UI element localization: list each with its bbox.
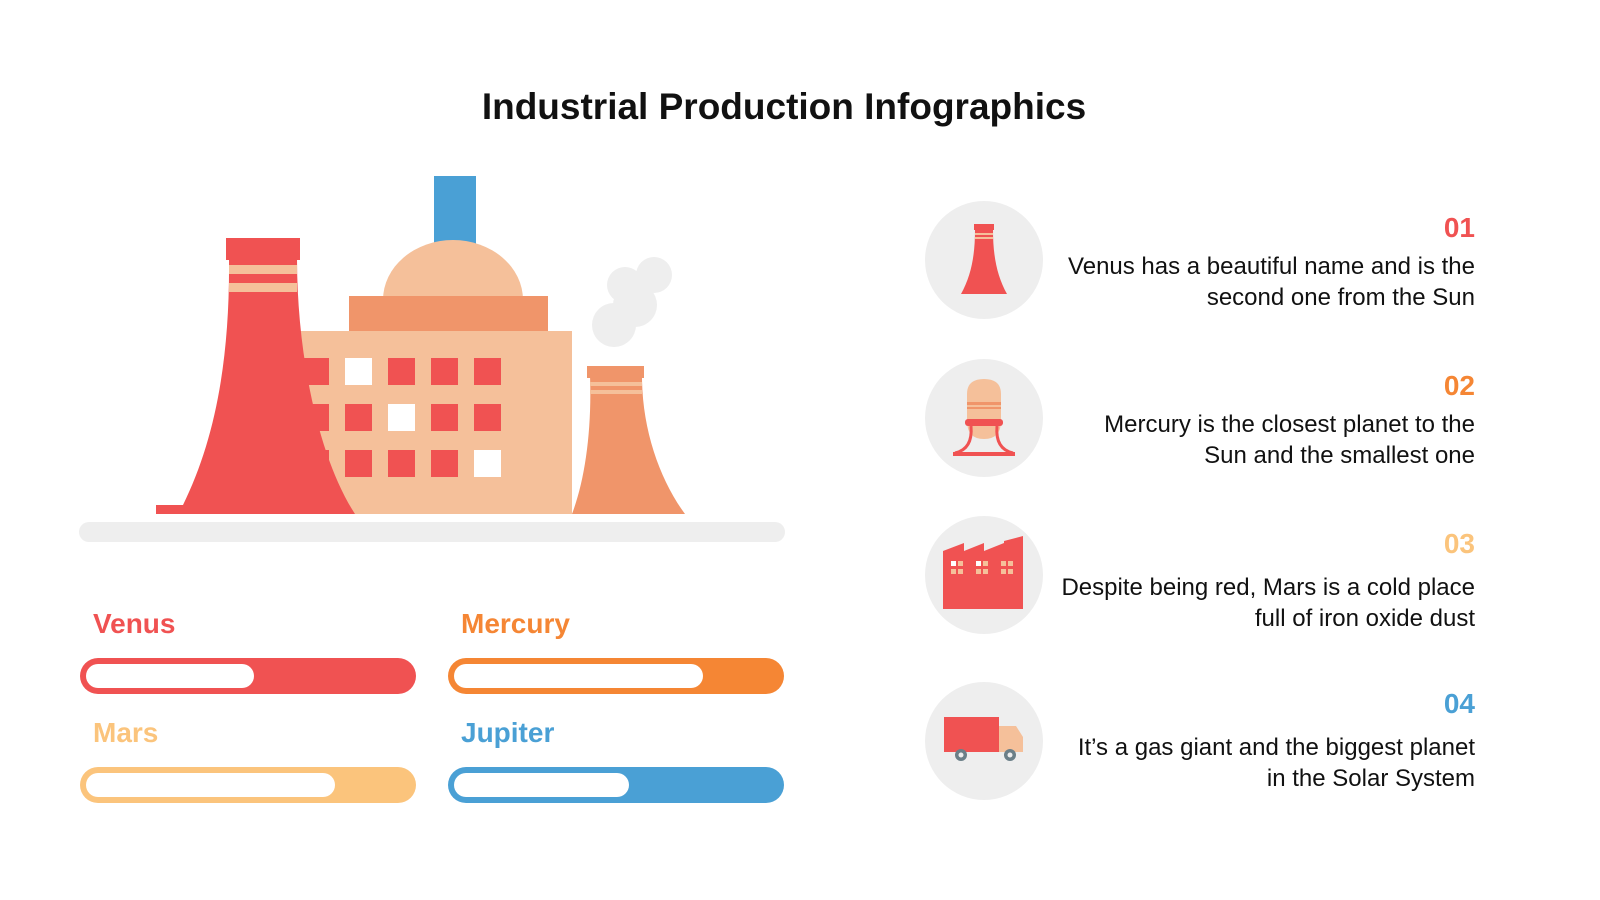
item-description: Despite being red, Mars is a cold place …	[1061, 574, 1475, 632]
cooling-tower-icon	[961, 224, 1007, 294]
bar-label-mars: Mars	[93, 717, 159, 748]
item-number: 03	[1443, 528, 1475, 559]
factory-window	[474, 404, 501, 431]
item-number: 04	[1443, 688, 1475, 719]
progress-fill	[86, 664, 254, 688]
progress-bar-mars	[80, 767, 416, 803]
factory-window	[388, 450, 415, 477]
bar-label-mercury: Mercury	[461, 608, 570, 639]
factory-window	[474, 450, 501, 477]
ground	[79, 522, 785, 542]
progress-bar-mercury	[448, 658, 784, 694]
large-cooling-tower	[156, 258, 355, 514]
smoke	[592, 257, 672, 347]
progress-bar-jupiter	[448, 767, 784, 803]
progress-fill	[86, 773, 335, 797]
factory-window	[345, 450, 372, 477]
icon-circle	[925, 516, 1043, 634]
truck-icon	[944, 717, 1023, 761]
water-tower-icon	[953, 379, 1015, 456]
item-description: Mercury is the closest planet to the Sun…	[1104, 411, 1475, 469]
factory-window	[431, 358, 458, 385]
page-title: Industrial Production Infographics	[481, 86, 1087, 127]
small-cooling-tower	[572, 376, 685, 514]
factory-window	[388, 358, 415, 385]
progress-fill	[454, 664, 703, 688]
icon-circle	[925, 201, 1043, 319]
item-number: 02	[1443, 370, 1475, 401]
factory-window	[345, 404, 372, 431]
factory-window	[388, 404, 415, 431]
icon-circle	[925, 359, 1043, 477]
item-number: 01	[1443, 212, 1475, 243]
dome	[383, 240, 523, 300]
factory-window	[345, 358, 372, 385]
factory-window	[431, 450, 458, 477]
progress-bar-venus	[80, 658, 416, 694]
progress-fill	[454, 773, 629, 797]
item-description: It’s a gas giant and the biggest planet …	[1077, 734, 1475, 792]
bar-label-venus: Venus	[93, 608, 176, 639]
factory-window	[474, 358, 501, 385]
icon-circle	[925, 682, 1043, 800]
factory-icon	[943, 536, 1023, 609]
factory-window	[431, 404, 458, 431]
bar-label-jupiter: Jupiter	[461, 717, 555, 748]
factory-illustration	[79, 176, 785, 542]
item-description: Venus has a beautiful name and is the se…	[1068, 253, 1475, 311]
